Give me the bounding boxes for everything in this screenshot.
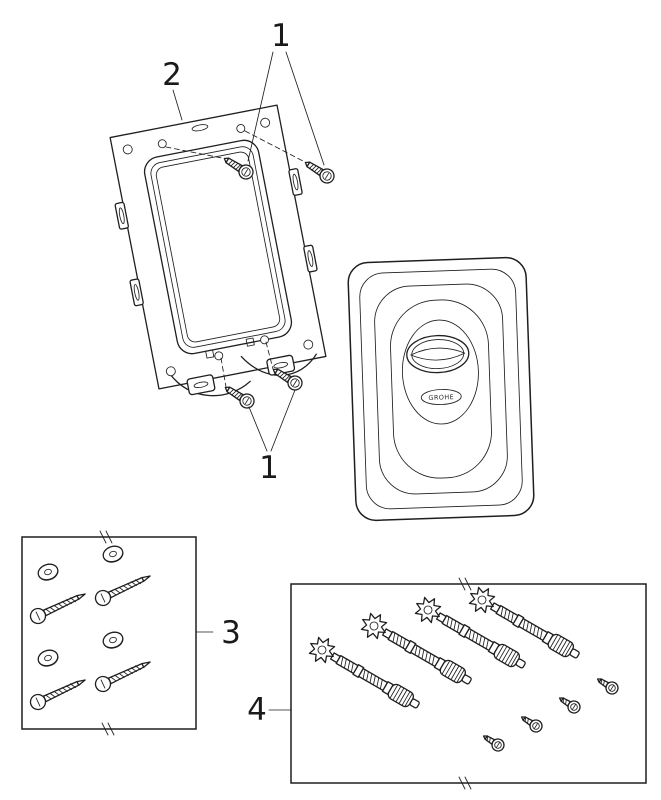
- frame-hole: [165, 366, 176, 377]
- callout-label-screws-top: 1: [271, 18, 291, 54]
- kit-box-4: [290, 583, 647, 784]
- frame-outline: [109, 104, 327, 390]
- frame-tab-right-lower: [303, 244, 318, 273]
- callout-4: 4: [247, 692, 292, 728]
- adjustment-spindle: [409, 591, 532, 678]
- screw-washer-unit: [27, 561, 89, 627]
- flush-plate: GROHE: [347, 256, 535, 522]
- spindle-screw: [593, 673, 621, 697]
- machine-screw-bottom-left: [221, 380, 258, 412]
- screw-hole-top-left: [157, 139, 167, 149]
- spindle-kit: [290, 577, 647, 790]
- screw-washer-unit: [27, 647, 89, 713]
- callout-3: 3: [195, 615, 241, 651]
- frame-hole: [303, 339, 314, 350]
- mounting-frame: [109, 104, 327, 397]
- callout-label-frame: 2: [162, 57, 182, 93]
- screw-hole-top-right: [236, 124, 246, 133]
- adjustment-spindle: [463, 581, 586, 668]
- leader-line: [265, 341, 274, 370]
- leader-line: [165, 146, 223, 159]
- frame-tab-left-upper: [114, 201, 129, 230]
- mounting-screws-top: [165, 130, 338, 187]
- frame-tab-left-lower: [129, 278, 144, 307]
- spindle-screw: [517, 711, 545, 735]
- ripple-rings: [359, 268, 523, 510]
- frame-tab-right-upper: [288, 168, 303, 196]
- grohe-logo: GROHE: [420, 389, 462, 405]
- callout-label-screws-bottom: 1: [259, 450, 279, 486]
- mounting-screws-bottom: [220, 341, 306, 412]
- flush-button: [406, 334, 470, 374]
- frame-foot-left: [186, 374, 216, 396]
- screw-hole-bottom-right: [260, 335, 269, 345]
- frame-hole: [122, 144, 133, 155]
- frame-hole: [260, 117, 271, 128]
- screw-washer-kit: [21, 530, 197, 736]
- plate-body: [347, 256, 535, 522]
- frame-strap-left: [168, 371, 251, 397]
- frame-opening: [143, 139, 293, 355]
- leader-line: [244, 130, 304, 162]
- leader-line: [220, 357, 227, 388]
- screw-washer-unit: [92, 543, 154, 609]
- callout-1-bottom: 1: [248, 389, 296, 486]
- callout-1-top: 1: [247, 18, 325, 166]
- callout-label-spindle-kit: 4: [247, 692, 267, 728]
- machine-screw-top-right: [301, 155, 338, 187]
- callout-label-screw-washer-kit: 3: [221, 615, 241, 651]
- callout-2-frame: 2: [162, 57, 183, 121]
- screw-washer-unit: [92, 629, 154, 695]
- grohe-logo-text: GROHE: [428, 393, 454, 402]
- spindle-screw: [555, 692, 583, 716]
- spindle-screw: [479, 730, 507, 754]
